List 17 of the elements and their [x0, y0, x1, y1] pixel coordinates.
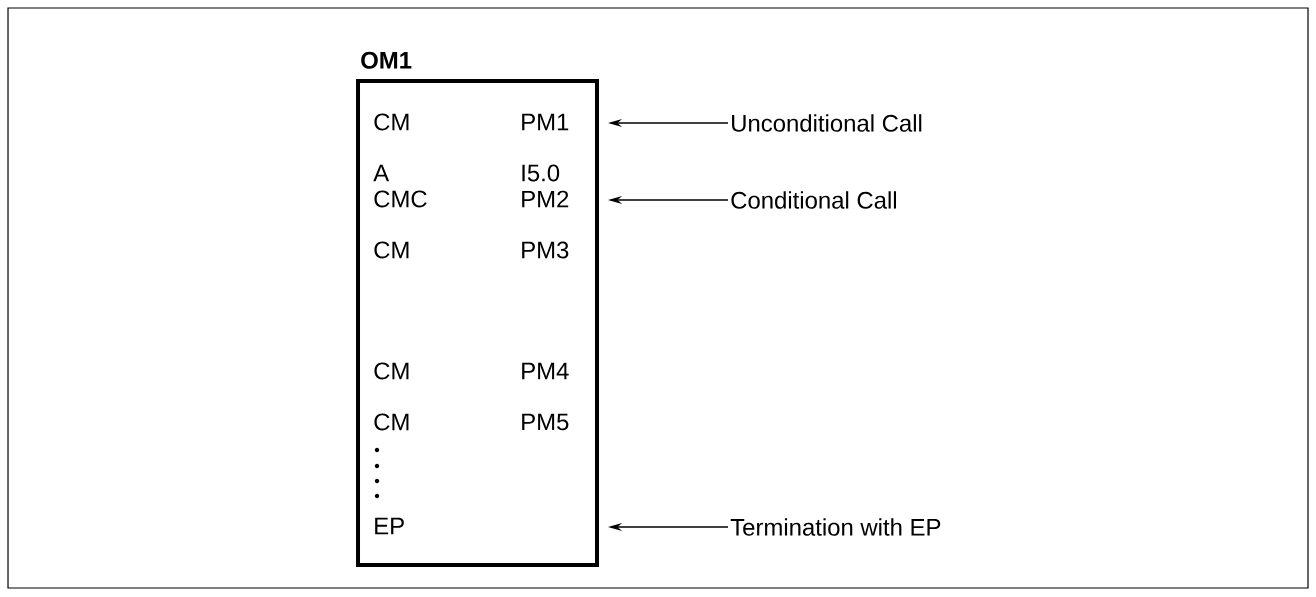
callout-text: Termination with EP: [730, 518, 941, 536]
instruction-text: A: [373, 164, 390, 182]
node-label: OM1: [361, 51, 412, 69]
instruction-text: EP: [375, 517, 404, 535]
instruction-text: CMC: [374, 190, 427, 208]
instruction-text: PM3: [522, 241, 569, 259]
instruction-text: CM: [374, 113, 409, 131]
instruction-text: CM: [374, 241, 409, 259]
instruction-text: CM: [374, 413, 409, 431]
callout-text: Unconditional Call: [732, 114, 922, 132]
callout-text: Conditional Call: [731, 191, 896, 209]
instruction-text: PM4: [522, 362, 569, 380]
instruction-text: I5.0: [522, 164, 560, 182]
instruction-text: PM1: [522, 113, 569, 131]
instruction-text: PM5: [522, 413, 569, 431]
instruction-text: PM2: [522, 190, 569, 208]
instruction-text: CM: [374, 362, 409, 380]
